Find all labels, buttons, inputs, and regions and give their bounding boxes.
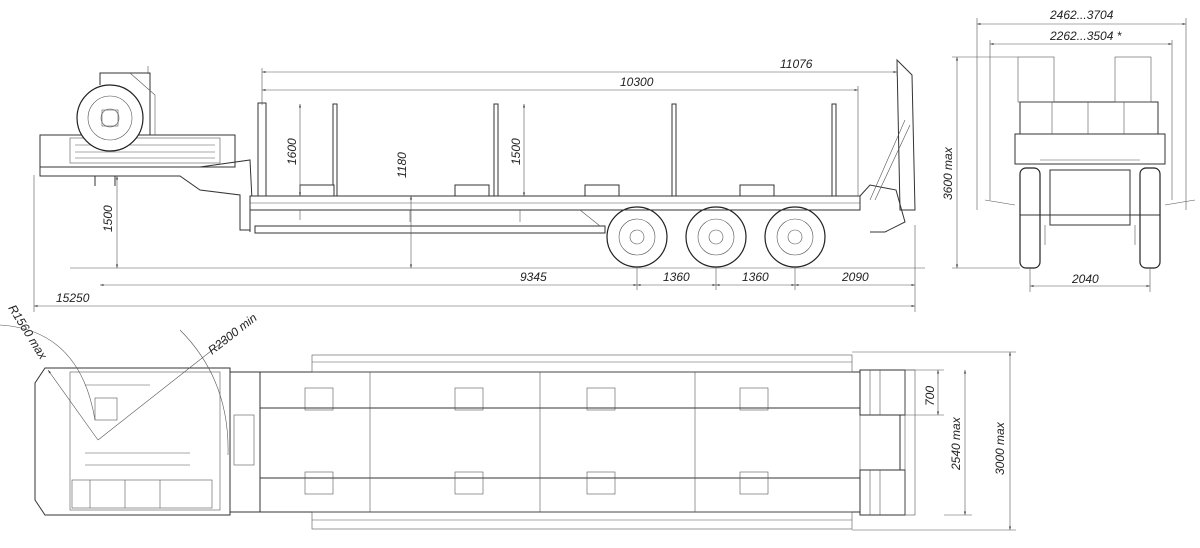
dim-axle-spacing-1: 1360 (663, 270, 690, 284)
dim-total-length: 15250 (56, 291, 90, 305)
dim-rear-overhang: 2090 (841, 270, 869, 284)
rear-view: 2462...3704 2262...3504 * 3600 max 2040 (941, 8, 1196, 292)
dim-ramp-width: 700 (923, 386, 937, 406)
dim-body-width: 2540 max (949, 416, 963, 471)
dim-kingpin-to-axle: 9345 (520, 270, 547, 284)
dim-overall-width: 3000 max (993, 421, 1007, 475)
spare-wheel (76, 66, 156, 152)
dim-rear-track: 2040 (1071, 272, 1099, 286)
top-gooseneck (34, 367, 261, 516)
dim-deck-height: 1180 (395, 152, 409, 178)
main-deck (249, 102, 861, 234)
dim-turn-radius: R2300 min (205, 310, 260, 357)
dim-stake-height-left: 1600 (285, 138, 299, 165)
rear-ramp (859, 58, 916, 233)
dim-deck-length: 10300 (620, 75, 654, 89)
dim-overall-upper: 11076 (780, 57, 813, 71)
axle-group (606, 206, 830, 268)
dim-axle-spacing-2: 1360 (742, 270, 769, 284)
side-view: 11076 10300 1600 1180 1500 1500 9345 136… (33, 57, 925, 312)
gooseneck (39, 134, 253, 231)
dim-front-radius: R1560 max (5, 302, 50, 362)
dim-rear-height: 3600 max (941, 146, 955, 200)
top-deck (259, 354, 916, 530)
side-dimensions: 11076 10300 1600 1180 1500 1500 9345 136… (33, 57, 925, 312)
top-view: R1560 max R2300 min 700 2540 max 3000 ma… (0, 302, 1016, 531)
dim-stake-height-right: 1500 (509, 138, 523, 165)
dim-gooseneck-height: 1500 (101, 205, 115, 232)
top-dimensions: 700 2540 max 3000 max (852, 351, 1016, 531)
dim-rear-width-inner: 2262...3504 * (1049, 29, 1122, 43)
dim-rear-width-outer: 2462...3704 (1049, 8, 1114, 22)
